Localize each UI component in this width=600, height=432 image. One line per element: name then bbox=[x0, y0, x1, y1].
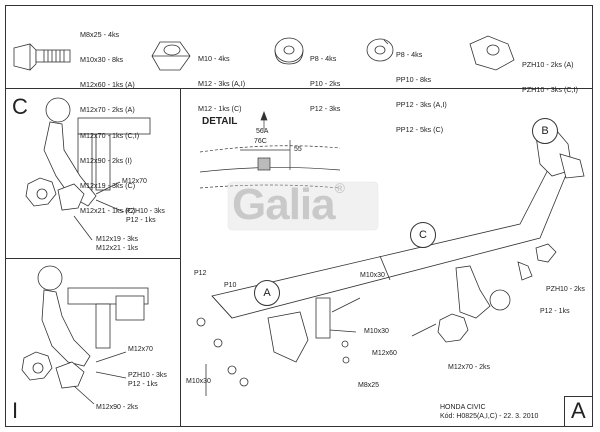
panel-i-pzh10-label: PZH10 - 3ks bbox=[128, 372, 167, 379]
drawing-code: Kód: H0825(A,I,C) - 22. 3. 2010 bbox=[440, 413, 539, 420]
spring-washer-list: P8 - 4ks PP10 - 8ks PP12 - 3ks (A,I) PP1… bbox=[396, 34, 447, 152]
bolt-list-item: M12x90 - 2ks (I) bbox=[80, 155, 132, 165]
label-m10x30-mid: M10x30 bbox=[364, 328, 389, 335]
nut-list: M10 - 4ks M12 - 3ks (A,I) M12 - 1ks (C) bbox=[198, 38, 245, 130]
washer-list-item: P8 - 4ks bbox=[310, 53, 337, 63]
label-m12x70: M12x70 - 2ks bbox=[448, 364, 491, 371]
bolt-list: M8x25 - 4ks M10x30 - 8ks M12x60 - 1ks (A… bbox=[80, 14, 139, 233]
washer-list-item: P10 - 2ks bbox=[310, 79, 341, 89]
bolt-list-item: M12x70 - 1ks (C,I) bbox=[80, 130, 140, 140]
spacer-list-item: PZH10 - 3ks (C,I) bbox=[522, 85, 578, 95]
panel-i-m12x70-label: M12x70 bbox=[128, 346, 153, 353]
nut-list-item: M12 - 1ks (C) bbox=[198, 104, 242, 114]
drawing-frame bbox=[5, 5, 593, 427]
spring-washer-list-item: PP12 - 3ks (A,I) bbox=[396, 100, 447, 110]
panel-c-pzh10-label: PZH10 - 3ks bbox=[126, 208, 165, 215]
panel-c-letter: C bbox=[12, 94, 28, 119]
registered-mark: ® bbox=[334, 180, 345, 196]
nut-list-item: M12 - 3ks (A,I) bbox=[198, 79, 246, 89]
title-block: HONDA CIVIC Kód: H0825(A,I,C) - 22. 3. 2… bbox=[440, 403, 538, 421]
title-block-top-line bbox=[564, 396, 593, 397]
panel-i-p12-label: P12 - 1ks bbox=[128, 381, 158, 388]
bolt-list-item: M12x70 - 2ks (A) bbox=[80, 105, 135, 115]
label-p12-right: P12 - 1ks bbox=[540, 308, 570, 315]
bolt-list-item: M8x25 - 4ks bbox=[80, 29, 120, 39]
main-view-letter: A bbox=[571, 398, 586, 423]
nut-list-item: M10 - 4ks bbox=[198, 53, 230, 63]
parts-row-divider bbox=[5, 88, 593, 89]
label-m12x60: M12x60 bbox=[372, 350, 397, 357]
circle-label-c: C bbox=[410, 222, 436, 248]
bolt-list-item: M12x60 - 1ks (A) bbox=[80, 80, 135, 90]
panel-c-m12x70-label: M12x70 bbox=[122, 178, 147, 185]
panel-c-p12-label: P12 - 1ks bbox=[126, 217, 156, 224]
detail-dim-56a: 56A bbox=[256, 128, 269, 135]
title-block-divider bbox=[564, 396, 565, 427]
galia-logo-shape bbox=[227, 181, 379, 231]
label-pzh10: PZH10 - 2ks bbox=[546, 286, 585, 293]
panel-i-m12x90-label: M12x90 - 2ks bbox=[96, 404, 139, 411]
spring-washer-list-item: PP10 - 8ks bbox=[396, 75, 432, 85]
spring-washer-icon bbox=[366, 38, 394, 62]
spacer-list-item: PZH10 - 2ks (A) bbox=[522, 59, 574, 69]
vehicle-model: HONDA CIVIC bbox=[440, 404, 486, 411]
panel-c-m12x21-label: M12x21 - 1ks bbox=[96, 245, 139, 252]
label-p10: P10 bbox=[224, 282, 237, 289]
detail-dim-55: 55 bbox=[294, 146, 302, 153]
main-towbar-assembly bbox=[196, 129, 585, 396]
washer-icon bbox=[274, 37, 304, 65]
bolt-list-item: M12x21 - 1ks (C) bbox=[80, 206, 136, 216]
circle-label-b: B bbox=[532, 118, 558, 144]
panel-i-towbar-drawing bbox=[21, 265, 149, 405]
label-p12-top: P12 bbox=[194, 270, 207, 277]
nut-icon bbox=[151, 41, 191, 71]
label-m8x25: M8x25 bbox=[358, 382, 380, 389]
detail-sketch bbox=[199, 111, 341, 189]
washer-list: P8 - 4ks P10 - 2ks P12 - 3ks bbox=[310, 38, 340, 130]
left-panels-divider bbox=[180, 88, 181, 427]
label-m10x30-bottom: M10x30 bbox=[186, 378, 211, 385]
detail-dim-76c: 76C bbox=[254, 138, 267, 145]
bolt-list-item: M10x30 - 8ks bbox=[80, 55, 124, 65]
bolt-list-item: M12x19 - 3ks (C) bbox=[80, 181, 136, 191]
galia-logo: Galia® bbox=[232, 180, 345, 230]
spring-washer-list-item: PP12 - 5ks (C) bbox=[396, 125, 444, 135]
panel-c-towbar-drawing bbox=[25, 97, 151, 241]
galia-logo-text: Galia bbox=[232, 180, 336, 229]
bolt-icon bbox=[13, 43, 71, 71]
spring-washer-list-item: P8 - 4ks bbox=[396, 49, 423, 59]
spacer-list: PZH10 - 2ks (A) PZH10 - 3ks (C,I) bbox=[522, 44, 578, 111]
panel-c-m12x19-label: M12x19 - 3ks bbox=[96, 236, 139, 243]
spacer-icon bbox=[469, 35, 515, 71]
panel-i-letter: I bbox=[12, 398, 19, 423]
label-m10x30-top: M10x30 bbox=[360, 272, 385, 279]
panel-c-i-divider bbox=[5, 258, 180, 259]
washer-list-item: P12 - 3ks bbox=[310, 104, 341, 114]
detail-title: DETAIL bbox=[202, 116, 238, 127]
circle-label-a: A bbox=[254, 280, 280, 306]
